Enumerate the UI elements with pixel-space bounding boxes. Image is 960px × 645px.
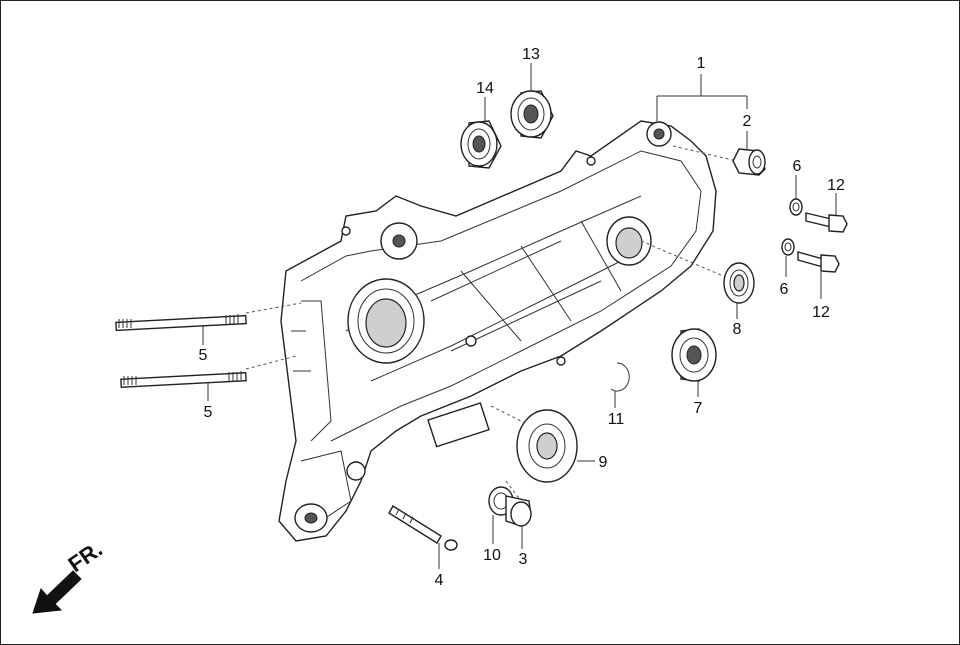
callout-8: 8 <box>733 321 742 338</box>
front-arrow-icon <box>32 570 82 614</box>
callout-4: 4 <box>435 572 444 589</box>
callout-6-lower: 6 <box>780 281 789 298</box>
callout-11: 11 <box>608 411 625 428</box>
part-9-seal <box>516 409 578 483</box>
part-4-pin <box>388 505 458 551</box>
part-7-bearing <box>671 328 717 382</box>
part-3-drain-plug <box>505 495 532 527</box>
callout-12-lower: 12 <box>812 304 830 321</box>
callout-labels: 1 2 13 14 6 12 6 12 8 7 11 9 10 3 4 5 5 <box>199 46 845 589</box>
part-5-stud-upper <box>115 314 247 332</box>
callout-10: 10 <box>483 547 501 564</box>
part-12-bolt-upper <box>805 212 848 233</box>
front-direction-indicator: FR. <box>32 536 107 614</box>
callout-3: 3 <box>519 551 528 568</box>
callout-14: 14 <box>476 80 494 97</box>
part-14-bearing <box>460 120 502 169</box>
callout-1: 1 <box>697 55 706 72</box>
callout-6-upper: 6 <box>793 158 802 175</box>
callout-5-lower: 5 <box>204 404 213 421</box>
part-6-washer-lower <box>781 238 795 256</box>
part-13-bearing <box>510 90 554 139</box>
part-12-bolt-lower <box>797 251 840 273</box>
part-2-bushing <box>732 148 766 176</box>
callout-5-upper: 5 <box>199 347 208 364</box>
part-6-washer-upper <box>789 198 803 216</box>
front-label: FR. <box>64 536 107 577</box>
part-11-circlip <box>610 362 630 392</box>
part-5-stud-lower <box>120 371 247 388</box>
leader-lines <box>202 63 837 569</box>
callout-12-upper: 12 <box>827 177 845 194</box>
crankcase-cover <box>278 120 717 542</box>
callout-7: 7 <box>694 400 703 417</box>
callout-2: 2 <box>743 113 752 130</box>
callout-13: 13 <box>522 46 540 63</box>
callout-9: 9 <box>599 454 608 471</box>
part-8-oil-seal <box>723 262 755 304</box>
